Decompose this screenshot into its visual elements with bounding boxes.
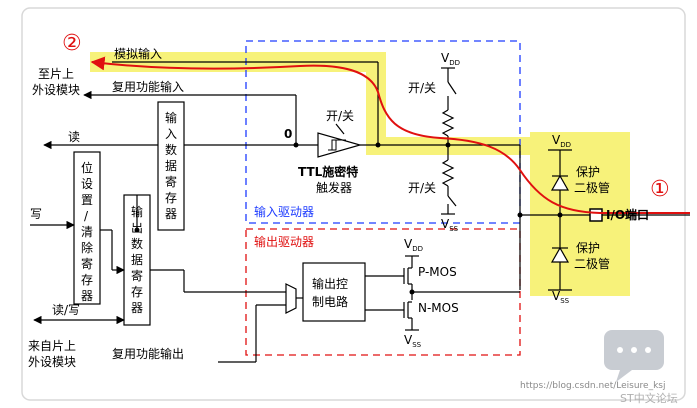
label-protect-1a: 保护: [576, 165, 600, 179]
svg-text:器: 器: [165, 207, 177, 221]
label-to-peripheral-2: 外设模块: [32, 83, 80, 97]
svg-text:寄: 寄: [131, 268, 143, 283]
output-data-register-text: 输 出 数 据 寄 存 器: [131, 204, 143, 315]
svg-text:输: 输: [131, 204, 143, 219]
label-zero: 0: [284, 127, 292, 141]
label-vss-top: VSS: [441, 217, 459, 233]
label-analog-input: 模拟输入: [114, 46, 162, 61]
label-input-driver: 输入驱动器: [254, 204, 314, 219]
label-alt-func-input: 复用功能输入: [112, 79, 184, 94]
svg-text:数: 数: [165, 142, 177, 157]
svg-text:存: 存: [165, 191, 177, 205]
svg-text:存: 存: [81, 273, 93, 287]
chat-watermark-icon: [604, 330, 664, 382]
label-from-peripheral-1: 来自片上: [28, 339, 76, 353]
marker-1: ①: [650, 177, 670, 202]
watermark-url: https://blog.csdn.net/Leisure_ksj: [520, 381, 666, 391]
label-switch-bottom: 开/关: [408, 181, 436, 195]
label-pmos: P-MOS: [418, 265, 457, 279]
analog-signal-path: [90, 56, 690, 214]
label-protect-2a: 保护: [576, 241, 600, 255]
svg-text:输: 输: [165, 110, 177, 125]
label-ttl-line2: 触发器: [316, 180, 352, 195]
label-vdd-top: VDD: [441, 51, 460, 67]
label-io-port: I/O端口: [606, 207, 649, 222]
marker-2: ②: [62, 31, 82, 56]
svg-text:清: 清: [81, 225, 93, 239]
label-read: 读: [68, 130, 80, 144]
junction-dots: [134, 142, 563, 295]
label-vss-diode: VSS: [552, 289, 570, 305]
wiring: [30, 61, 600, 363]
label-ttl-line1: TTL施密特: [298, 164, 358, 179]
label-alt-func-output: 复用功能输出: [112, 346, 184, 361]
output-control-box: [302, 262, 366, 322]
svg-text:除: 除: [81, 240, 93, 255]
label-read-write: 读/写: [52, 303, 80, 317]
label-nmos: N-MOS: [418, 301, 459, 315]
svg-text:/: /: [84, 209, 89, 223]
input-data-register-text: 输 入 数 据 寄 存 器: [165, 110, 177, 221]
svg-text:设: 设: [81, 177, 93, 191]
svg-text:置: 置: [81, 193, 93, 207]
label-write: 写: [30, 207, 42, 221]
label-vss-out: VSS: [404, 333, 422, 349]
input-driver-box: [245, 40, 521, 224]
svg-text:据: 据: [131, 253, 143, 267]
svg-text:据: 据: [165, 159, 177, 173]
svg-text:入: 入: [165, 127, 177, 141]
svg-text:器: 器: [81, 289, 93, 303]
label-protect-2b: 二极管: [574, 256, 610, 271]
label-vdd-out: VDD: [404, 237, 423, 253]
label-output-control-2: 制电路: [312, 294, 348, 309]
watermark-forum: ST中文论坛: [620, 391, 678, 405]
label-from-peripheral-2: 外设模块: [28, 355, 76, 369]
svg-text:存: 存: [131, 285, 143, 299]
svg-text:器: 器: [131, 301, 143, 315]
protection-diodes: [550, 174, 570, 263]
svg-text:数: 数: [131, 236, 143, 251]
svg-text:寄: 寄: [165, 174, 177, 189]
svg-text:出: 出: [131, 221, 143, 235]
io-pad: [589, 208, 603, 222]
label-to-peripheral-1: 至片上: [38, 67, 74, 81]
label-vdd-diode: VDD: [552, 133, 571, 149]
label-switch-schmitt: 开/关: [326, 109, 354, 123]
input-data-register: [157, 101, 185, 231]
label-output-control-1: 输出控: [312, 276, 348, 291]
svg-text:位: 位: [81, 160, 93, 175]
label-output-driver: 输出驱动器: [254, 234, 314, 249]
svg-text:寄: 寄: [81, 256, 93, 271]
outer-frame: [21, 7, 686, 401]
label-switch-top: 开/关: [408, 81, 436, 95]
label-protect-1b: 二极管: [574, 180, 610, 195]
schmitt-trigger-symbol: [317, 132, 363, 158]
output-mux-symbol: [285, 283, 297, 314]
bit-set-reset-register-text: 位 设 置 / 清 除 寄 存 器: [81, 160, 93, 303]
